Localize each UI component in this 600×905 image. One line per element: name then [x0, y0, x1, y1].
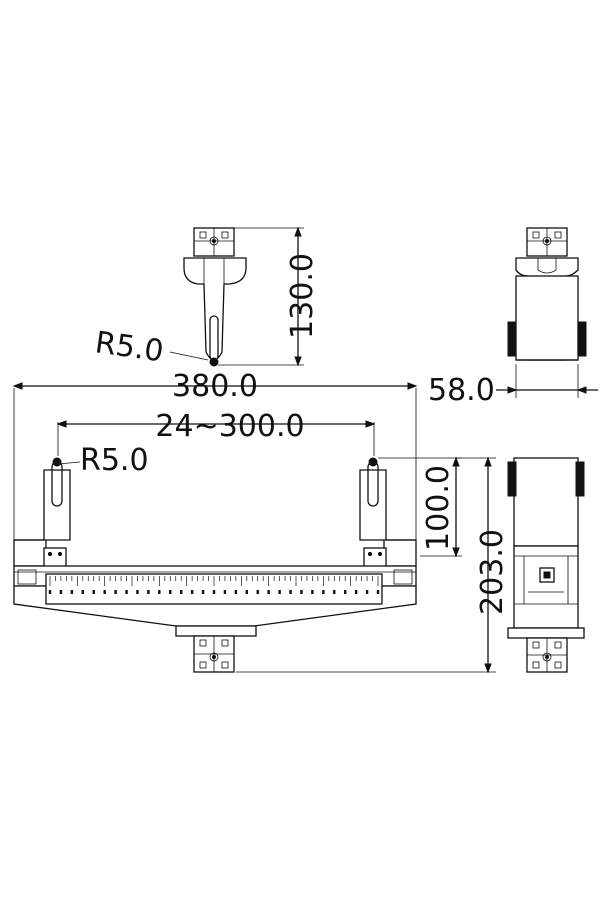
scale-mark	[125, 590, 128, 594]
scale-mark	[190, 590, 194, 594]
side-view-punch	[507, 227, 587, 361]
dim-punch-height-label: 130.0	[285, 253, 320, 339]
scale-mark	[158, 590, 161, 594]
side-support-knob-left	[507, 461, 517, 497]
scale-mark	[300, 590, 303, 594]
punch-tip	[209, 357, 219, 367]
dim-punch-height: 130.0	[218, 226, 320, 367]
side-support-knob-right	[575, 461, 585, 497]
scale-mark	[92, 590, 95, 594]
scale-mark	[103, 590, 106, 594]
left-support-tip	[52, 457, 62, 467]
side-knob-right	[577, 321, 587, 357]
scale-mark	[311, 590, 314, 594]
scale-mark	[245, 590, 248, 594]
dim-overall-height-label: 203.0	[475, 529, 510, 615]
scale-mark	[59, 590, 63, 594]
front-view-fixture	[13, 457, 417, 673]
scale-mark	[333, 590, 336, 594]
scale-mark	[234, 590, 238, 594]
side-housing	[515, 275, 579, 361]
scale-mark	[147, 590, 150, 594]
scale-mark	[212, 590, 216, 594]
dim-span-range: 24~300.0	[56, 409, 376, 456]
side-support-body	[513, 457, 579, 547]
dim-support-radius-label: R5.0	[80, 443, 149, 478]
scale-mark	[48, 590, 52, 594]
scale-mark	[267, 590, 270, 594]
bottom-mount	[175, 625, 257, 637]
scale-mark	[289, 590, 292, 594]
punch-body	[183, 257, 247, 361]
dim-overall-width-label: 380.0	[172, 369, 258, 404]
scale-mark	[169, 590, 172, 594]
scale-mark	[201, 590, 205, 594]
scale-mark	[376, 590, 380, 594]
side-knob-left	[507, 321, 517, 357]
dim-punch-radius-label: R5.0	[93, 325, 166, 369]
scale-mark	[365, 590, 369, 594]
scale-mark	[70, 590, 74, 594]
scale-mark	[256, 590, 259, 594]
side-view-fixture	[507, 457, 585, 673]
scale-mark	[223, 590, 227, 594]
dim-overall-width: 380.0	[12, 369, 418, 540]
dim-support-height-label: 100.0	[421, 465, 456, 551]
side-base-plate	[507, 627, 585, 639]
scale-mark	[136, 590, 139, 594]
punch-view	[183, 227, 247, 367]
scale-mark	[114, 590, 117, 594]
scale-ticks	[48, 576, 380, 594]
scale-mark	[354, 590, 358, 594]
scale-mark	[344, 590, 347, 594]
dim-support-height: 100.0	[378, 456, 462, 558]
dim-side-width-label: 58.0	[428, 373, 495, 408]
scale-mark	[81, 590, 84, 594]
right-support-tip	[368, 457, 378, 467]
dim-overall-height: 203.0	[236, 456, 510, 674]
scale-mark	[322, 590, 325, 594]
dim-punch-radius: R5.0	[93, 325, 209, 369]
scale-mark	[278, 590, 281, 594]
scale-mark	[180, 590, 183, 594]
dim-support-radius: R5.0	[57, 443, 149, 478]
side-base-body	[513, 545, 579, 629]
dim-span-range-label: 24~300.0	[155, 409, 304, 444]
dim-side-width: 58.0	[428, 364, 598, 408]
